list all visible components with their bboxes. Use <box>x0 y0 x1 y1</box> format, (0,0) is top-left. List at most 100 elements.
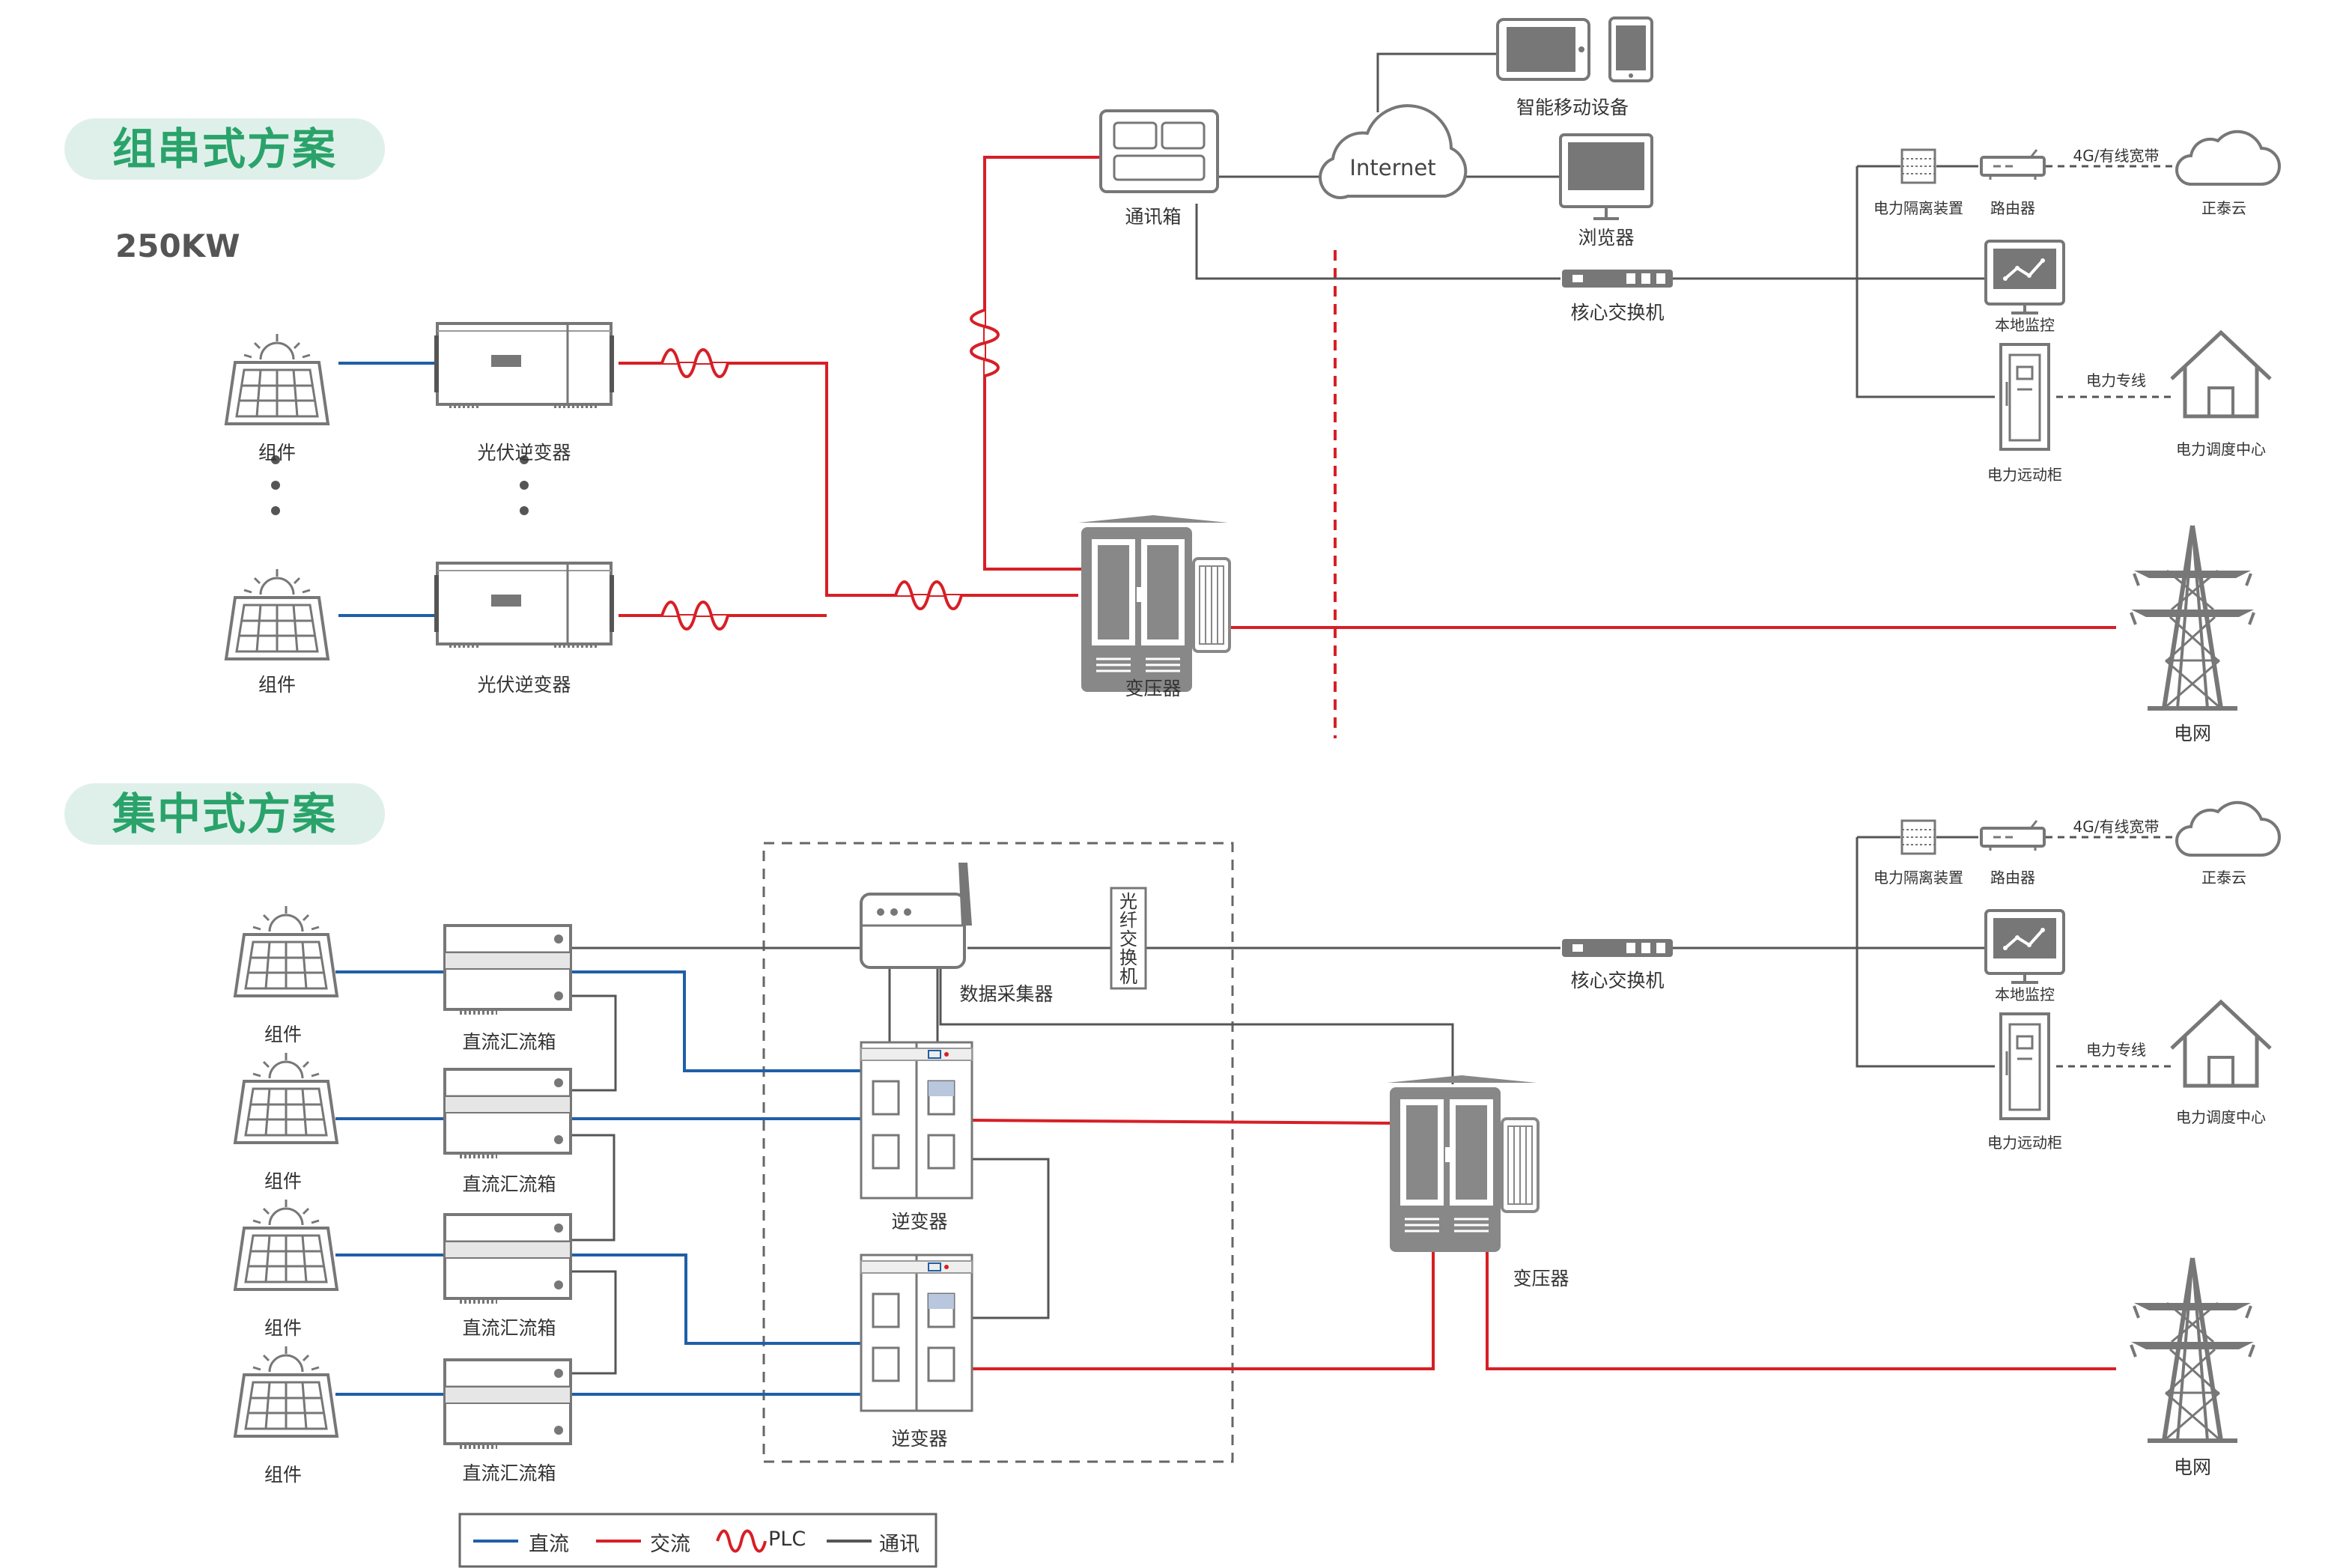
legend <box>458 1513 937 1568</box>
capacity-label: 250KW <box>115 228 240 264</box>
section-title-central-text: 集中式方案 <box>112 788 337 839</box>
transformer-label: 变压器 <box>1125 678 1182 699</box>
combiner-label: 直流汇流箱 <box>462 1317 556 1339</box>
comm-box-label: 通讯箱 <box>1125 206 1182 228</box>
legend-plc-swatch <box>716 1529 767 1553</box>
isolation-device-icon <box>1900 819 1936 855</box>
pv-inverter-icon <box>434 323 614 406</box>
router-icon <box>1980 819 2046 852</box>
solar-panel-icon <box>234 1345 338 1438</box>
plc-line-top <box>983 156 1099 571</box>
internet-label: Internet <box>1349 155 1436 180</box>
central-inverter-icon <box>860 1254 973 1412</box>
tablet-icon <box>1496 18 1590 81</box>
comm-lines-top <box>1195 52 1995 398</box>
inverter-label: 逆变器 <box>891 1211 948 1233</box>
solar-panel-icon <box>234 905 338 997</box>
browser-monitor-icon <box>1559 133 1653 220</box>
ac-lines-bottom <box>971 1119 2116 1370</box>
remote-cabinet-label: 电力远动柜 <box>1987 466 2062 484</box>
inverter-label: 逆变器 <box>891 1428 948 1450</box>
core-switch-icon <box>1562 939 1673 957</box>
isolation-label: 电力隔离装置 <box>1873 199 1963 217</box>
combiner-label: 直流汇流箱 <box>462 1173 556 1195</box>
local-monitor-label: 本地监控 <box>1995 316 2055 334</box>
cloud-icon <box>2175 130 2281 186</box>
combiner-box-icon <box>445 1215 571 1301</box>
transformer-label: 变压器 <box>1513 1268 1569 1289</box>
dispatch-center-icon <box>2172 1002 2270 1086</box>
dispatch-center-label: 电力调度中心 <box>2176 440 2266 458</box>
local-monitor-label: 本地监控 <box>1995 985 2055 1003</box>
legend-dc-label: 直流 <box>529 1533 569 1556</box>
local-monitor-icon <box>1984 240 2065 314</box>
grid-label: 电网 <box>2173 723 2212 744</box>
module-label: 组件 <box>264 1464 303 1486</box>
legend-comm-label: 通讯 <box>879 1533 920 1556</box>
data-collector-icon <box>860 863 972 969</box>
dedicated-line-label: 电力专线 <box>2086 371 2146 389</box>
grid-label: 电网 <box>2173 1456 2212 1478</box>
router-label: 路由器 <box>1990 869 2035 887</box>
data-collector-label: 数据采集器 <box>959 983 1054 1005</box>
section-title-central: 集中式方案 <box>64 783 385 845</box>
core-switch-label: 核心交换机 <box>1570 970 1665 991</box>
legend-plc-label: PLC <box>768 1528 806 1551</box>
comm-lines-bottom <box>571 836 1995 1375</box>
remote-cabinet-label: 电力远动柜 <box>1987 1134 2062 1152</box>
mobile-device-label: 智能移动设备 <box>1516 97 1629 118</box>
central-inverter-icon <box>860 1041 973 1200</box>
section-title-string: 组串式方案 <box>64 118 385 180</box>
ac-line-top-main <box>619 362 1078 597</box>
pv-inverter-label: 光伏逆变器 <box>477 674 571 696</box>
browser-label: 浏览器 <box>1578 227 1635 249</box>
pv-inverter-label: 光伏逆变器 <box>477 442 571 464</box>
solar-panel-icon <box>225 568 329 660</box>
combiner-box-icon <box>445 1069 571 1156</box>
solar-panel-icon <box>234 1198 338 1291</box>
router-label: 路由器 <box>1990 199 2035 217</box>
module-label: 组件 <box>258 674 297 696</box>
combiner-box-icon <box>445 1360 571 1447</box>
dispatch-center-label: 电力调度中心 <box>2176 1108 2266 1126</box>
phone-icon <box>1608 16 1653 82</box>
transformer-icon <box>1385 1074 1540 1254</box>
module-label: 组件 <box>264 1317 303 1339</box>
internet-cloud-icon <box>1319 104 1468 199</box>
isolation-device-icon <box>1900 148 1936 184</box>
cloud-label: 正泰云 <box>2201 869 2246 887</box>
grid-tower-icon <box>2131 526 2254 708</box>
remote-cabinet-icon <box>1999 343 2050 451</box>
isolation-label: 电力隔离装置 <box>1873 869 1963 887</box>
fiber-switch-label: 光纤交换机 <box>1119 891 1137 987</box>
combiner-label: 直流汇流箱 <box>462 1462 556 1484</box>
broadband-label: 4G/有线宽带 <box>2073 818 2160 836</box>
module-label: 组件 <box>264 1024 303 1045</box>
ellipsis-dots <box>271 455 529 515</box>
transformer-icon <box>1077 514 1231 693</box>
cloud-icon <box>2175 800 2281 857</box>
plc-squiggle <box>660 309 1000 630</box>
solar-panel-icon <box>225 332 329 425</box>
remote-cabinet-icon <box>1999 1012 2050 1120</box>
legend-ac-label: 交流 <box>650 1533 690 1556</box>
core-switch-label: 核心交换机 <box>1570 302 1665 323</box>
comm-box-icon <box>1099 109 1219 193</box>
combiner-box-icon <box>445 926 571 1012</box>
cloud-label: 正泰云 <box>2201 199 2246 217</box>
router-icon <box>1980 148 2046 181</box>
broadband-label: 4G/有线宽带 <box>2073 147 2160 165</box>
dedicated-line-label: 电力专线 <box>2086 1041 2146 1059</box>
local-monitor-icon <box>1984 909 2065 984</box>
dc-lines-bottom <box>335 970 861 1396</box>
dispatch-center-icon <box>2172 332 2270 416</box>
fiber-switch-icon <box>1110 887 1147 990</box>
solar-panel-icon <box>234 1051 338 1144</box>
core-switch-icon <box>1562 270 1673 288</box>
inverter-room-boundary <box>762 842 1234 1463</box>
grid-tower-icon <box>2131 1258 2254 1441</box>
pv-inverter-icon <box>434 563 614 645</box>
module-label: 组件 <box>258 442 297 464</box>
module-label: 组件 <box>264 1170 303 1192</box>
